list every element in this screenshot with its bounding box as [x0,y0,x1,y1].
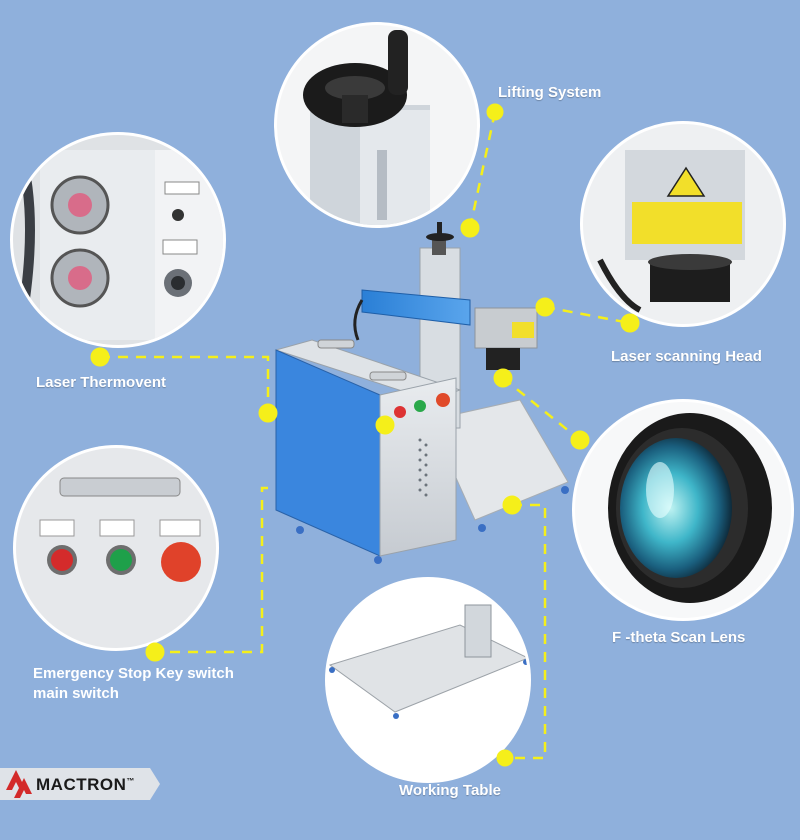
thermovent-photo [10,132,226,348]
label-lifting-system: Lifting System [498,84,602,101]
brand-name: MACTRON™ [36,775,135,795]
scanning-head-photo [580,121,786,327]
label-emergency-stop: Emergency Stop Key switch main switch [33,664,234,704]
brand-trademark: ™ [126,776,135,786]
label-laser-thermovent: Laser Thermovent [36,374,167,391]
label-emergency-stop-line1: Emergency Stop Key switch [33,665,234,682]
connector-lines [100,111,631,760]
connector-dots [90,103,640,767]
label-laser-scanning-head: Laser scanning Head [611,348,762,365]
switch-panel-photo [13,445,219,651]
brand-name-text: MACTRON [36,775,127,794]
mactron-logo [0,768,160,800]
marking-machine [274,222,569,564]
label-f-theta-scan-lens: F -theta Scan Lens [612,629,746,646]
label-emergency-stop-line2: main switch [33,685,119,702]
label-working-table: Working Table [399,782,501,799]
working-table-photo [325,577,531,783]
f-theta-lens-photo [572,399,794,621]
lifting-system-photo [274,22,480,228]
